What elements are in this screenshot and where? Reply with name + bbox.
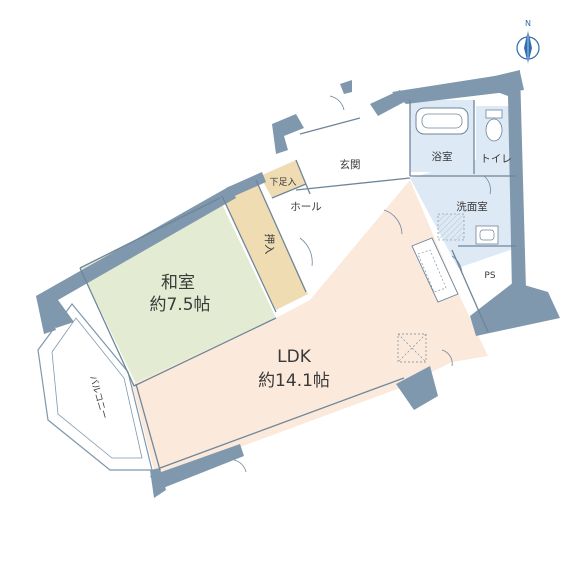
oshiire-label: 押入 xyxy=(263,234,276,255)
hall-label: ホール xyxy=(290,201,322,213)
oshiire-closet xyxy=(222,180,308,310)
fridge-space xyxy=(397,333,427,363)
geta-label: 下足入 xyxy=(269,177,296,188)
bathtub-icon xyxy=(415,107,469,135)
walls xyxy=(36,70,560,498)
toilet-icon xyxy=(485,109,503,142)
toilet-label: トイレ xyxy=(480,153,512,165)
washer-space xyxy=(437,213,465,241)
compass-label: N xyxy=(525,19,531,28)
genkan-label: 玄関 xyxy=(340,158,361,171)
washbasin-icon xyxy=(475,225,499,245)
ps-label: PS xyxy=(484,271,495,281)
kitchen-counter xyxy=(411,237,459,303)
ldk-room xyxy=(132,180,488,478)
bath-label: 浴室 xyxy=(432,150,453,163)
interior-lines xyxy=(79,100,516,471)
washitsu-label: 和室 xyxy=(161,273,195,293)
ldk-area: 約14.1帖 xyxy=(258,371,330,391)
ldk-label: LDK xyxy=(277,347,312,367)
washroom-label: 洗面室 xyxy=(456,200,488,213)
compass-icon: N xyxy=(516,19,540,64)
door-swings xyxy=(233,95,491,473)
washitsu-area: 約7.5帖 xyxy=(149,295,210,315)
